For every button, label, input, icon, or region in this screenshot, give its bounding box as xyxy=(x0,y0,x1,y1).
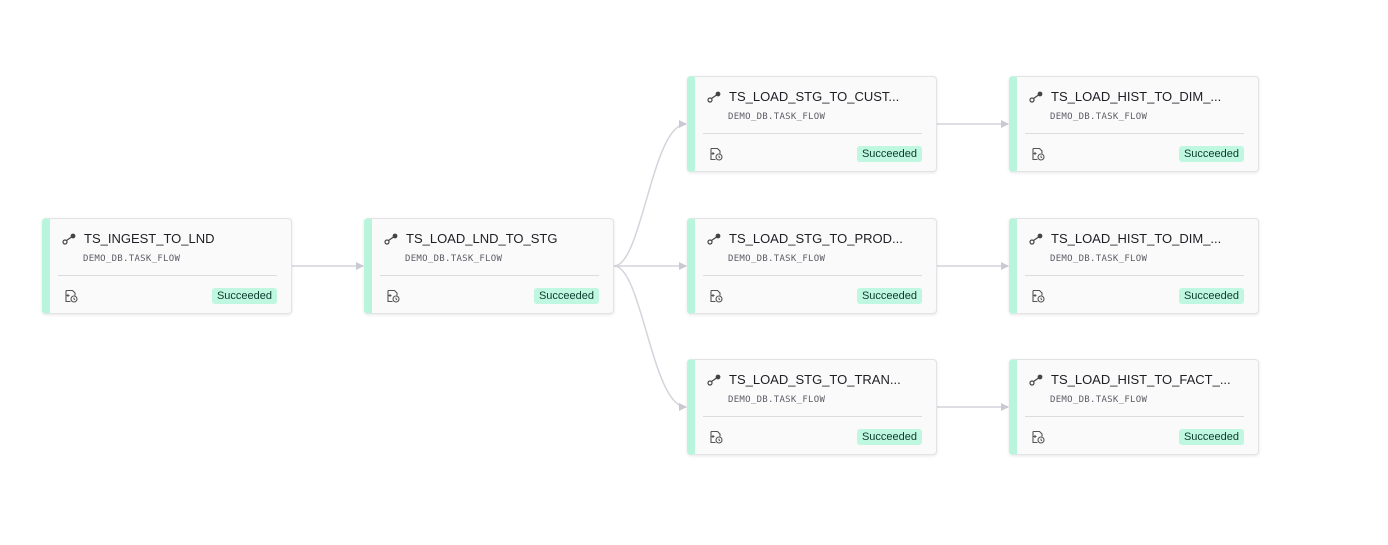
task-schema: DEMO_DB.TASK_FLOW xyxy=(728,112,826,122)
task-node-header: TS_INGEST_TO_LND xyxy=(62,231,215,246)
task-node-header: TS_LOAD_HIST_TO_FACT_... xyxy=(1029,372,1231,387)
status-badge: Succeeded xyxy=(1178,146,1244,162)
task-name: TS_LOAD_STG_TO_TRAN... xyxy=(729,372,901,387)
task-name: TS_INGEST_TO_LND xyxy=(84,231,215,246)
run-history-icon[interactable] xyxy=(1031,430,1045,444)
edge-connector xyxy=(613,265,687,411)
status-badge: Succeeded xyxy=(856,429,922,445)
task-graph-icon xyxy=(1029,91,1043,103)
task-schema: DEMO_DB.TASK_FLOW xyxy=(728,395,826,405)
task-graph-icon xyxy=(384,233,398,245)
status-badge: Succeeded xyxy=(856,288,922,304)
task-node-header: TS_LOAD_HIST_TO_DIM_... xyxy=(1029,89,1221,104)
task-node-header: TS_LOAD_STG_TO_PROD... xyxy=(707,231,903,246)
task-schema: DEMO_DB.TASK_FLOW xyxy=(1050,254,1148,264)
task-name: TS_LOAD_STG_TO_CUST... xyxy=(729,89,900,104)
task-name: TS_LOAD_HIST_TO_DIM_... xyxy=(1051,231,1222,246)
task-graph-icon xyxy=(1029,233,1043,245)
run-history-icon[interactable] xyxy=(64,289,78,303)
task-node[interactable]: TS_LOAD_STG_TO_PROD... DEMO_DB.TASK_FLOW… xyxy=(687,218,937,314)
task-graph-icon xyxy=(707,91,721,103)
task-graph-icon xyxy=(1029,374,1043,386)
task-name: TS_LOAD_HIST_TO_FACT_... xyxy=(1051,372,1231,387)
task-node-header: TS_LOAD_STG_TO_TRAN... xyxy=(707,372,901,387)
task-node[interactable]: TS_LOAD_HIST_TO_DIM_... DEMO_DB.TASK_FLO… xyxy=(1009,76,1259,172)
run-history-icon[interactable] xyxy=(709,430,723,444)
node-divider xyxy=(703,416,922,417)
task-schema: DEMO_DB.TASK_FLOW xyxy=(83,254,181,264)
task-node[interactable]: TS_INGEST_TO_LND DEMO_DB.TASK_FLOW Succe… xyxy=(42,218,292,314)
task-node-header: TS_LOAD_STG_TO_CUST... xyxy=(707,89,899,104)
task-node-header: TS_LOAD_HIST_TO_DIM_... xyxy=(1029,231,1221,246)
edge-connector xyxy=(613,120,687,267)
run-history-icon[interactable] xyxy=(1031,147,1045,161)
run-history-icon[interactable] xyxy=(1031,289,1045,303)
task-schema: DEMO_DB.TASK_FLOW xyxy=(1050,395,1148,405)
node-divider xyxy=(1025,275,1244,276)
task-schema: DEMO_DB.TASK_FLOW xyxy=(728,254,826,264)
node-divider xyxy=(380,275,599,276)
task-node[interactable]: TS_LOAD_STG_TO_CUST... DEMO_DB.TASK_FLOW… xyxy=(687,76,937,172)
task-node[interactable]: TS_LOAD_HIST_TO_FACT_... DEMO_DB.TASK_FL… xyxy=(1009,359,1259,455)
status-badge: Succeeded xyxy=(1178,429,1244,445)
task-graph-icon xyxy=(707,374,721,386)
task-node[interactable]: TS_LOAD_LND_TO_STG DEMO_DB.TASK_FLOW Suc… xyxy=(364,218,614,314)
status-badge: Succeeded xyxy=(856,146,922,162)
task-graph-icon xyxy=(707,233,721,245)
node-divider xyxy=(703,133,922,134)
node-divider xyxy=(1025,416,1244,417)
node-divider xyxy=(58,275,277,276)
task-name: TS_LOAD_LND_TO_STG xyxy=(406,231,558,246)
run-history-icon[interactable] xyxy=(386,289,400,303)
run-history-icon[interactable] xyxy=(709,289,723,303)
node-divider xyxy=(1025,133,1244,134)
task-name: TS_LOAD_STG_TO_PROD... xyxy=(729,231,903,246)
task-name: TS_LOAD_HIST_TO_DIM_... xyxy=(1051,89,1222,104)
task-node[interactable]: TS_LOAD_HIST_TO_DIM_... DEMO_DB.TASK_FLO… xyxy=(1009,218,1259,314)
task-node[interactable]: TS_LOAD_STG_TO_TRAN... DEMO_DB.TASK_FLOW… xyxy=(687,359,937,455)
task-schema: DEMO_DB.TASK_FLOW xyxy=(1050,112,1148,122)
task-schema: DEMO_DB.TASK_FLOW xyxy=(405,254,503,264)
task-graph-icon xyxy=(62,233,76,245)
task-node-header: TS_LOAD_LND_TO_STG xyxy=(384,231,557,246)
status-badge: Succeeded xyxy=(1178,288,1244,304)
status-badge: Succeeded xyxy=(533,288,599,304)
node-divider xyxy=(703,275,922,276)
status-badge: Succeeded xyxy=(211,288,277,304)
run-history-icon[interactable] xyxy=(709,147,723,161)
